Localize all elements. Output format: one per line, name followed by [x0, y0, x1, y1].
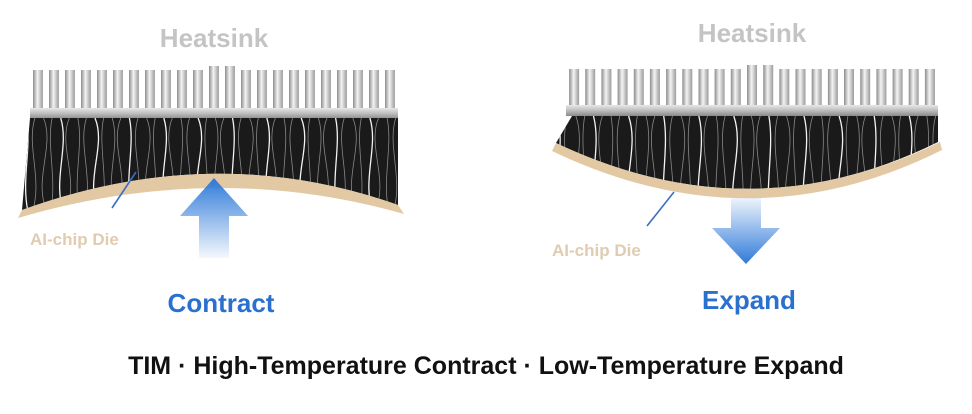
caption: TIM · High-Temperature Contract · Low-Te… — [128, 352, 844, 380]
left-die-label: AI-chip Die — [30, 230, 119, 249]
left-heatsink-fins — [33, 66, 395, 110]
left-chip-die — [18, 173, 404, 218]
right-chip-die — [552, 142, 942, 199]
left-heatsink-title: Heatsink — [160, 23, 269, 53]
left-die-pointer-line — [111, 171, 137, 209]
left-heatsink — [30, 66, 398, 119]
left-panel: Heatsink AI-chip Die Contract — [18, 23, 404, 318]
expand-label: Expand — [702, 285, 796, 315]
right-heatsink-fins — [569, 65, 935, 107]
right-die-label: AI-chip Die — [552, 241, 641, 260]
right-heatsink-title: Heatsink — [698, 18, 807, 48]
left-heatsink-base — [30, 108, 398, 119]
right-die-pointer-line — [646, 191, 675, 227]
right-heatsink — [566, 65, 938, 116]
contract-label: Contract — [168, 288, 275, 318]
expand-arrow-icon — [712, 198, 780, 264]
contract-arrow-icon — [180, 178, 248, 258]
right-panel: Heatsink AI-chip Die Expand — [552, 18, 942, 315]
right-heatsink-base — [566, 105, 938, 116]
